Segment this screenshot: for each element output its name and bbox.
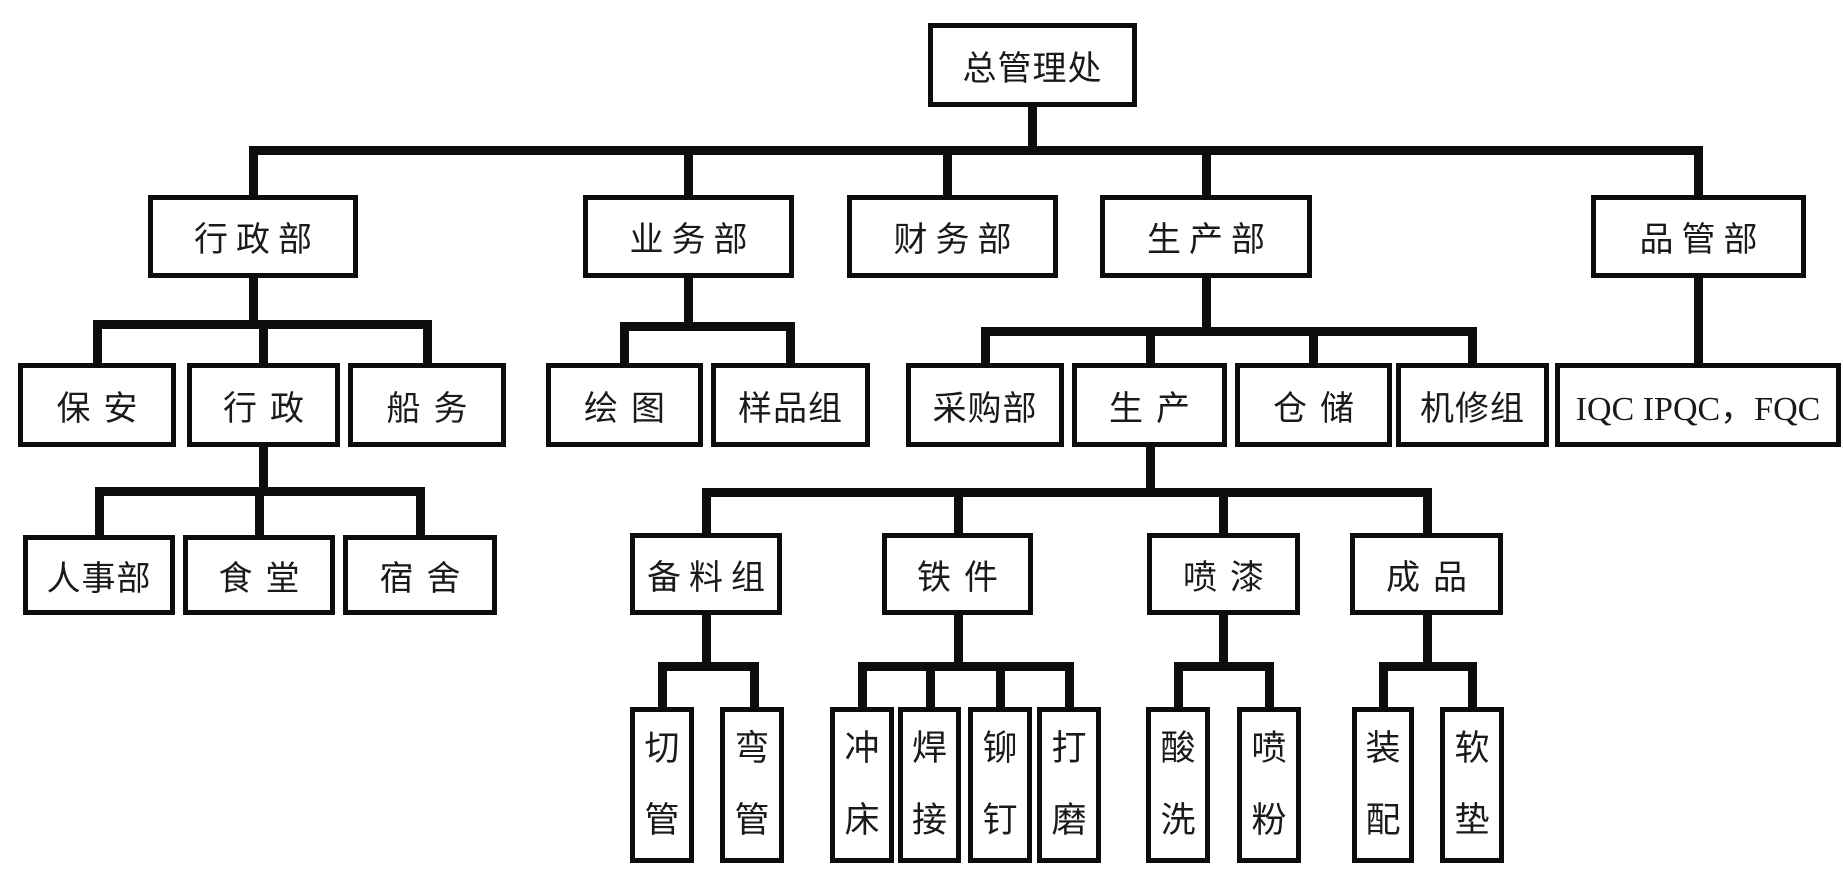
connector-line xyxy=(658,662,759,671)
connector-line xyxy=(423,329,432,363)
connector-line xyxy=(1219,497,1228,533)
connector-line xyxy=(620,322,795,331)
org-node-qc-team: IQC IPQC，FQC xyxy=(1555,363,1841,447)
org-node-admin-dept: 行政部 xyxy=(148,195,358,278)
org-node-acid-washing: 酸洗 xyxy=(1146,707,1210,863)
org-node-assembly: 装配 xyxy=(1352,707,1414,863)
connector-line xyxy=(1065,671,1074,707)
org-node-general-office: 总管理处 xyxy=(928,23,1137,107)
org-node-finished-products: 成品 xyxy=(1350,533,1503,615)
connector-line xyxy=(702,615,711,667)
org-node-hr-dept: 人事部 xyxy=(23,535,175,615)
connector-line xyxy=(858,671,867,707)
org-node-punch-press: 冲床 xyxy=(830,707,894,863)
connector-line xyxy=(1379,671,1388,707)
connector-line xyxy=(249,278,258,325)
connector-line xyxy=(1202,150,1211,195)
org-node-dormitory: 宿舍 xyxy=(343,535,497,615)
connector-line xyxy=(996,671,1005,707)
connector-line xyxy=(684,150,693,195)
org-node-welding: 焊接 xyxy=(898,707,961,863)
connector-line xyxy=(1265,671,1274,707)
connector-line xyxy=(93,329,102,363)
connector-line xyxy=(620,331,629,363)
org-node-shipping: 船务 xyxy=(348,363,506,447)
connector-line xyxy=(1694,150,1703,195)
connector-line xyxy=(1219,615,1228,667)
org-node-material-prep-group: 备料组 xyxy=(630,533,782,615)
connector-line xyxy=(1468,671,1477,707)
connector-line xyxy=(1694,278,1703,363)
connector-line xyxy=(702,488,1432,497)
connector-line xyxy=(943,150,952,195)
connector-line xyxy=(1174,662,1274,671)
connector-line xyxy=(249,146,1703,155)
org-node-warehouse: 仓储 xyxy=(1235,363,1392,447)
org-node-business-dept: 业务部 xyxy=(583,195,794,278)
org-node-riveting: 铆钉 xyxy=(968,707,1032,863)
org-node-polishing: 打磨 xyxy=(1037,707,1101,863)
connector-line xyxy=(1028,107,1037,150)
connector-line xyxy=(981,336,990,363)
connector-line xyxy=(926,671,935,707)
connector-line xyxy=(1423,615,1432,667)
connector-line xyxy=(255,496,264,535)
org-node-powder-spraying: 喷粉 xyxy=(1237,707,1301,863)
org-node-machine-repair-group: 机修组 xyxy=(1396,363,1549,447)
connector-line xyxy=(954,497,963,533)
connector-line xyxy=(684,278,693,327)
connector-line xyxy=(1468,336,1477,363)
connector-line xyxy=(1309,336,1318,363)
connector-line xyxy=(95,487,425,496)
org-node-pipe-bending: 弯管 xyxy=(720,707,784,863)
connector-line xyxy=(954,615,963,667)
connector-line xyxy=(93,320,432,329)
connector-line xyxy=(95,496,104,535)
connector-line xyxy=(786,331,795,363)
connector-line xyxy=(1146,447,1155,493)
connector-line xyxy=(1202,278,1211,332)
org-node-cushioning: 软垫 xyxy=(1440,707,1504,863)
connector-line xyxy=(981,327,1477,336)
connector-line xyxy=(259,447,268,492)
connector-line xyxy=(1146,336,1155,363)
org-node-production-dept: 生产部 xyxy=(1100,195,1312,278)
org-node-finance-dept: 财务部 xyxy=(847,195,1058,278)
connector-line xyxy=(702,497,711,533)
connector-line xyxy=(416,496,425,535)
org-node-security: 保安 xyxy=(18,363,176,447)
connector-line xyxy=(249,150,258,195)
org-node-qc-dept: 品管部 xyxy=(1591,195,1806,278)
connector-line xyxy=(858,662,1074,671)
org-node-canteen: 食堂 xyxy=(183,535,335,615)
connector-line xyxy=(259,329,268,363)
org-node-iron-parts: 铁件 xyxy=(882,533,1033,615)
org-node-sample-group: 样品组 xyxy=(711,363,870,447)
connector-line xyxy=(750,671,759,707)
org-node-pipe-cutting: 切管 xyxy=(630,707,694,863)
org-node-admin-section: 行政 xyxy=(187,363,340,447)
org-node-drawing: 绘图 xyxy=(546,363,703,447)
connector-line xyxy=(1379,662,1477,671)
org-node-spray-painting: 喷漆 xyxy=(1147,533,1300,615)
connector-line xyxy=(1423,497,1432,533)
connector-line xyxy=(1174,671,1183,707)
org-node-purchasing-dept: 采购部 xyxy=(906,363,1064,447)
connector-line xyxy=(658,671,667,707)
org-node-production-section: 生产 xyxy=(1072,363,1227,447)
